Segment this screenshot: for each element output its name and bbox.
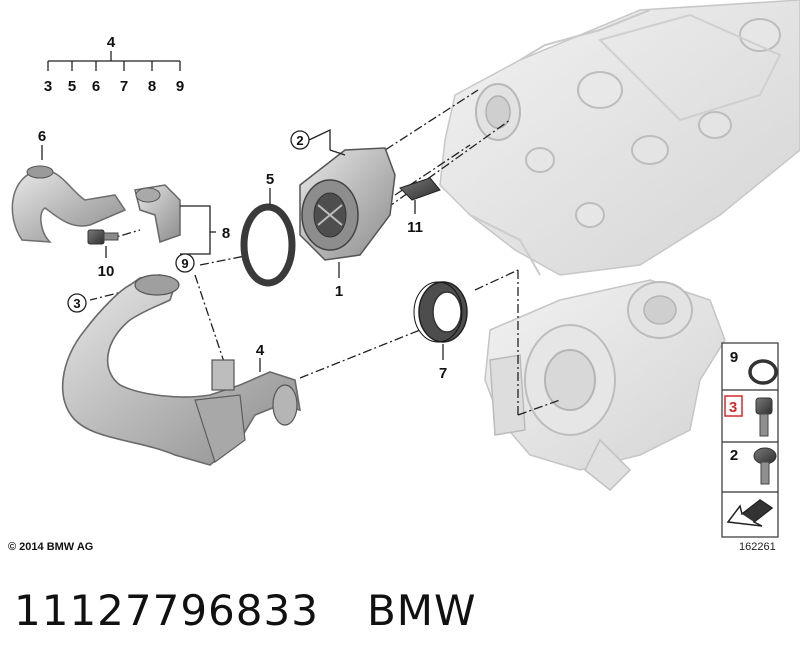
copyright-notice: © 2014 BMW AG — [8, 541, 94, 553]
tree-child-label: 7 — [120, 78, 128, 95]
tree-child-label: 5 — [68, 78, 76, 95]
callout-1-label: 1 — [335, 283, 343, 300]
legend-row-3-label: 3 — [729, 399, 737, 416]
part-11-sensor-illustration — [399, 177, 441, 201]
callout-4[interactable]: 4 — [256, 342, 265, 372]
callout-8-label: 8 — [222, 225, 230, 242]
callout-10[interactable]: 10 — [98, 246, 115, 280]
tree-parent-label: 4 — [107, 34, 116, 51]
part-8-elbow-illustration — [134, 184, 181, 243]
callout-3-label: 3 — [73, 296, 80, 311]
callout-2[interactable]: 2 — [290, 128, 346, 156]
legend-row-3[interactable]: 3 — [724, 395, 773, 437]
small-parts-legend: 9 3 2 — [721, 342, 779, 538]
callout-11[interactable]: 11 — [407, 200, 423, 236]
tree-child-label: 6 — [92, 78, 100, 95]
bolt-icon — [755, 397, 773, 437]
part-7-seal-illustration — [413, 281, 468, 343]
part-info: 11127796833 BMW — [14, 586, 477, 635]
callout-7-label: 7 — [439, 365, 447, 382]
callout-6-label: 6 — [38, 128, 46, 145]
parts-diagram: 4 3 5 6 7 8 9 6 2 5 8 9 — [11, 0, 800, 538]
highlight-box — [724, 395, 743, 417]
tree-child-label: 8 — [148, 78, 156, 95]
callout-7[interactable]: 7 — [439, 344, 447, 382]
callout-5[interactable]: 5 — [266, 171, 274, 205]
callout-4-label: 4 — [256, 342, 265, 359]
part-4-charge-pipe-illustration — [61, 274, 301, 466]
part-10-screw-illustration — [87, 229, 119, 245]
legend-row-9[interactable]: 9 — [730, 349, 778, 385]
part-number: 11127796833 — [14, 586, 319, 635]
callout-1[interactable]: 1 — [335, 262, 343, 300]
legend-row-9-label: 9 — [730, 349, 738, 366]
part-group-tree: 4 3 5 6 7 8 9 — [44, 34, 184, 95]
callout-5-label: 5 — [266, 171, 274, 188]
callout-9[interactable]: 9 — [175, 253, 195, 273]
callout-8[interactable]: 8 — [180, 205, 230, 255]
part-1-housing-illustration — [299, 147, 396, 261]
brand-name: BMW — [366, 586, 477, 635]
screw-icon — [753, 447, 777, 485]
tree-child-label: 3 — [44, 78, 52, 95]
legend-row-2-label: 2 — [730, 447, 738, 464]
callout-2-label: 2 — [296, 133, 303, 148]
tree-child-label: 9 — [176, 78, 184, 95]
callout-3[interactable]: 3 — [67, 293, 87, 313]
part-6-hose-illustration — [11, 165, 127, 243]
callout-10-label: 10 — [98, 263, 115, 280]
turbocharger-illustration — [484, 279, 726, 492]
diagram-id: 162261 — [739, 541, 776, 553]
callout-11-label: 11 — [407, 219, 423, 236]
part-5-oring-illustration — [240, 203, 296, 287]
cylinder-head-illustration — [439, 0, 800, 276]
navigation-arrow-icon[interactable] — [726, 499, 774, 527]
oring-icon — [748, 359, 778, 385]
legend-row-2[interactable]: 2 — [730, 447, 777, 485]
callout-6[interactable]: 6 — [38, 128, 46, 160]
callout-9-label: 9 — [181, 256, 188, 271]
